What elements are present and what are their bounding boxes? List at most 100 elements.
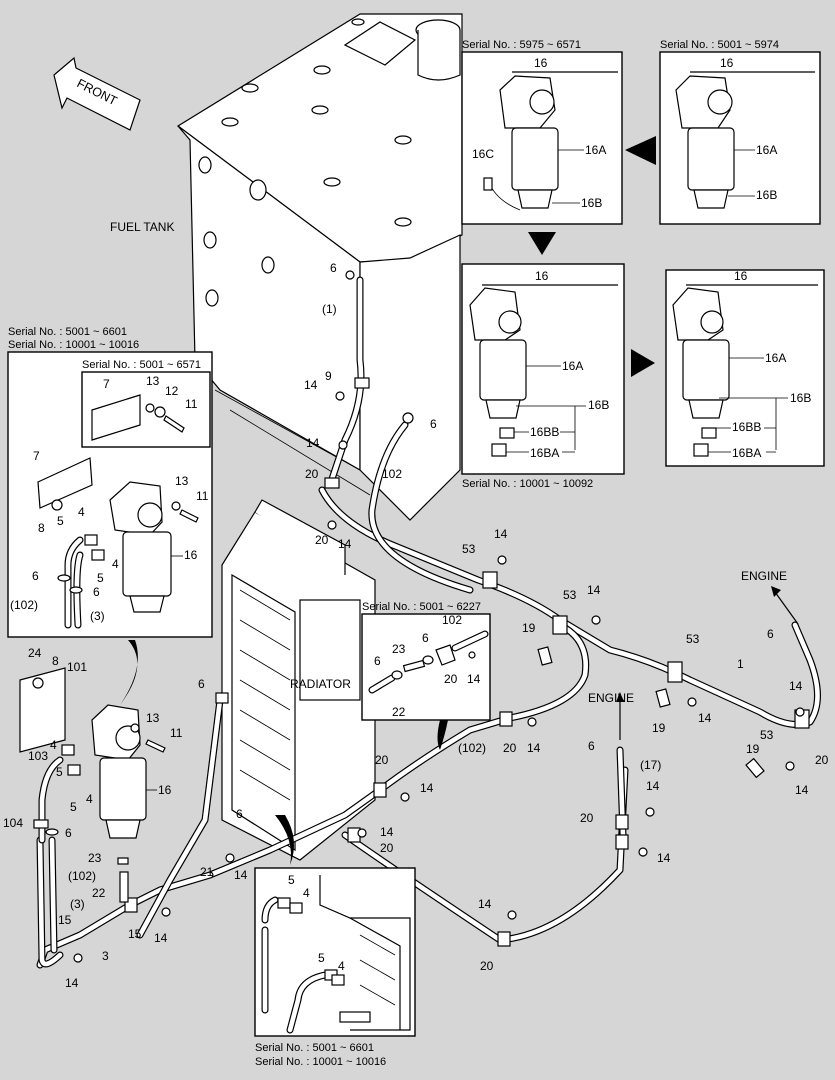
detail-box-top-left: Serial No. : 5975 ~ 6571 16 16A 16B 16C bbox=[461, 39, 623, 225]
label-14-g: 14 bbox=[789, 679, 803, 693]
front-arrow: FRONT bbox=[53, 56, 141, 131]
label-3p-b: (3) bbox=[70, 897, 85, 911]
left-detail-panel: Serial No. : 5001 ~ 6601 Serial No. : 10… bbox=[7, 326, 213, 638]
label-11-c: 11 bbox=[170, 726, 183, 740]
label-5-c: 5 bbox=[56, 765, 63, 779]
label-11-b: 11 bbox=[196, 489, 209, 503]
label-23-a: 23 bbox=[88, 851, 102, 865]
serial-top-left: Serial No. : 5975 ~ 6571 bbox=[462, 39, 581, 51]
label-12: 12 bbox=[165, 384, 179, 398]
label-22-b: 22 bbox=[392, 705, 406, 719]
label-1p: (1) bbox=[322, 302, 337, 316]
label-14-f: 14 bbox=[698, 711, 712, 725]
label-14-a: 14 bbox=[304, 378, 318, 392]
label-6-e: 6 bbox=[767, 627, 774, 641]
label-16BA-d: 16BA bbox=[732, 446, 761, 460]
label-6-b: 6 bbox=[93, 585, 100, 599]
label-16-d: 16 bbox=[734, 269, 748, 283]
label-5-e: 5 bbox=[288, 873, 295, 887]
label-4-c: 4 bbox=[50, 738, 57, 752]
label-16B-c: 16B bbox=[588, 398, 609, 412]
label-3p-a: (3) bbox=[90, 609, 105, 623]
label-23-b: 23 bbox=[392, 642, 406, 656]
label-102p-main: (102) bbox=[458, 741, 486, 755]
label-19-b: 19 bbox=[652, 721, 666, 735]
label-5-f: 5 bbox=[318, 951, 325, 965]
label-16A-a: 16A bbox=[585, 143, 606, 157]
label-19-a: 19 bbox=[522, 621, 536, 635]
label-14-c: 14 bbox=[338, 537, 352, 551]
detail-box-mid-left: 16 16A 16B 16BB 16BA Serial No. : 10001 … bbox=[461, 263, 625, 490]
label-14-d: 14 bbox=[494, 527, 508, 541]
detail-box-top-right: Serial No. : 5001 ~ 5974 16 16A 16B bbox=[659, 39, 821, 225]
label-53-b: 53 bbox=[563, 588, 577, 602]
label-6-g: 6 bbox=[198, 677, 205, 691]
label-6-a: 6 bbox=[32, 569, 39, 583]
engine-label-right: ENGINE bbox=[741, 569, 787, 583]
label-14-j: 14 bbox=[657, 851, 671, 865]
label-16BA-c: 16BA bbox=[530, 446, 559, 460]
label-6-d: 6 bbox=[430, 417, 437, 431]
serial-left-inner: Serial No. : 5001 ~ 6571 bbox=[82, 359, 201, 371]
serial-left-a: Serial No. : 5001 ~ 6601 bbox=[8, 326, 127, 338]
label-17p: (17) bbox=[640, 758, 661, 772]
label-14-i: 14 bbox=[646, 779, 660, 793]
label-16A-c: 16A bbox=[562, 359, 583, 373]
label-5-b: 5 bbox=[97, 571, 104, 585]
label-6-tank: 6 bbox=[330, 261, 337, 275]
label-8-b: 8 bbox=[52, 654, 59, 668]
label-3: 3 bbox=[102, 949, 109, 963]
label-4-a: 4 bbox=[78, 505, 85, 519]
label-20-a: 20 bbox=[305, 467, 319, 481]
label-53-d: 53 bbox=[760, 728, 774, 742]
label-20-d: 20 bbox=[580, 811, 594, 825]
label-20-c: 20 bbox=[815, 753, 829, 767]
label-14-k: 14 bbox=[527, 741, 541, 755]
serial-bottom-a: Serial No. : 5001 ~ 6601 bbox=[255, 1042, 374, 1054]
label-14-l: 14 bbox=[420, 781, 434, 795]
label-5-a: 5 bbox=[57, 514, 64, 528]
fuel-tank: FUEL TANK bbox=[110, 13, 463, 521]
label-20-f: 20 bbox=[375, 753, 389, 767]
label-14-left-b2: 14 bbox=[154, 931, 168, 945]
label-16-a: 16 bbox=[534, 56, 548, 70]
serial-mid-left: Serial No. : 10001 ~ 10092 bbox=[462, 478, 593, 490]
label-4-d: 4 bbox=[86, 792, 93, 806]
label-14-o: 14 bbox=[234, 868, 248, 882]
detail-box-center: Serial No. : 5001 ~ 6227 6 23 6 102 20 1… bbox=[361, 601, 491, 721]
label-104: 104 bbox=[3, 816, 23, 830]
radiator: RADIATOR bbox=[221, 499, 376, 861]
label-5-d: 5 bbox=[70, 800, 77, 814]
label-16A-b: 16A bbox=[756, 143, 777, 157]
label-53-c: 53 bbox=[686, 632, 700, 646]
label-14-h: 14 bbox=[795, 783, 809, 797]
label-16-b: 16 bbox=[720, 56, 734, 70]
label-16-f: 16 bbox=[158, 783, 172, 797]
label-16B-b: 16B bbox=[756, 188, 777, 202]
engine-label-mid: ENGINE bbox=[588, 691, 634, 705]
label-13-a: 13 bbox=[146, 374, 160, 388]
label-102-center: 102 bbox=[442, 613, 462, 627]
label-7-b: 7 bbox=[33, 449, 40, 463]
label-22-a: 22 bbox=[92, 886, 106, 900]
label-8-a: 8 bbox=[38, 521, 45, 535]
label-24: 24 bbox=[28, 646, 42, 660]
radiator-label: RADIATOR bbox=[290, 677, 351, 691]
label-16B-a: 16B bbox=[581, 196, 602, 210]
label-16BB-c: 16BB bbox=[530, 425, 559, 439]
lower-left-filter: 24 8 101 13 11 16 4 103 5 4 5 104 6 23 2… bbox=[3, 646, 214, 990]
label-4-e: 4 bbox=[303, 886, 310, 900]
label-101: 101 bbox=[67, 660, 87, 674]
label-6-h: 6 bbox=[236, 807, 243, 821]
label-16C: 16C bbox=[472, 147, 494, 161]
label-16BB-d: 16BB bbox=[732, 420, 761, 434]
label-15-b: 15 bbox=[128, 927, 142, 941]
label-16-c: 16 bbox=[535, 269, 549, 283]
label-15-a: 15 bbox=[58, 913, 72, 927]
serial-left-b: Serial No. : 10001 ~ 10016 bbox=[8, 339, 139, 351]
label-20-center: 20 bbox=[444, 672, 458, 686]
label-13-b: 13 bbox=[175, 474, 189, 488]
label-14-e: 14 bbox=[587, 583, 601, 597]
main-labels: 6 (1) 9 14 6 14 102 20 20 14 14 53 53 14… bbox=[198, 261, 829, 973]
